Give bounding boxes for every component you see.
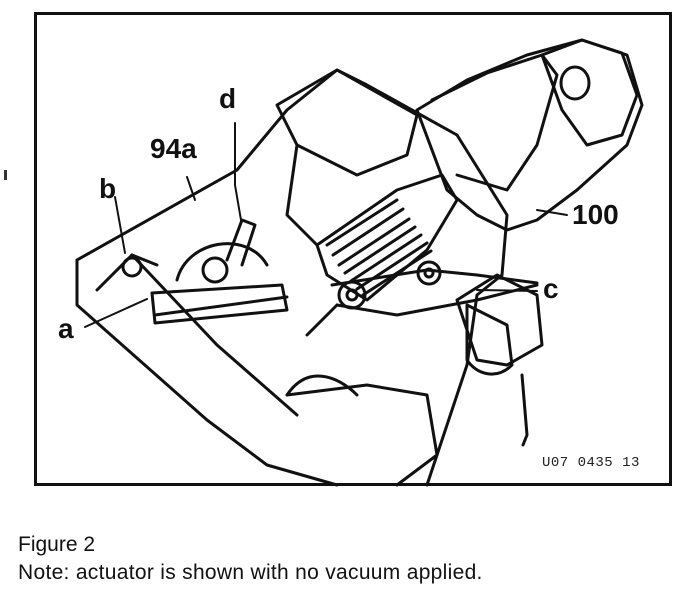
vacuum-unit-body [415,38,644,232]
callout-94a: 94a [150,133,197,164]
pivot-c [416,260,442,286]
stray-mark [4,170,7,180]
lever-link [153,295,289,317]
right-edge-detail [520,373,529,447]
leader-100 [536,209,568,216]
pivot-c-inner [423,267,435,279]
leader-a [84,298,148,328]
pivot-b [121,256,143,278]
actuator-illustration [75,38,644,487]
leader-d [234,122,242,221]
pivot-d [201,256,229,284]
callout-d: d [219,83,237,114]
vacuum-cap-hole [559,65,591,101]
callout-100: 100 [572,199,619,230]
figure-code: U07 0435 13 [542,455,640,471]
bracket-lower-edge [75,258,339,487]
pivot-center-inner [345,288,359,302]
callout-a: a [58,313,74,344]
housing-block [275,68,419,177]
right-post [465,303,514,376]
pin-d [225,218,257,267]
callout-b: b [99,173,117,204]
figure-frame: d 94a b a 100 c U07 0435 13 [34,12,672,487]
bracket-outline [75,68,509,487]
caption-figure: Figure 2 [18,533,96,556]
actuator-stem-thread [325,198,433,297]
bracket-inner-edge [130,253,299,417]
leader-b [114,196,126,254]
callout-c: c [543,273,559,304]
frame-foot [285,383,439,487]
leader-94a [186,176,196,201]
pivot-center [337,280,367,310]
housing-side [285,143,319,247]
caption-note: Note: actuator is shown with no vacuum a… [18,561,483,584]
lever-tip [305,303,339,337]
vacuum-unit-cap [540,38,639,147]
arc-d [175,242,269,282]
lever-arm-lower [335,283,539,317]
vacuum-unit-ring [430,53,559,192]
mount-ear [455,273,544,367]
lower-curve [285,374,359,397]
lever-arm-c [330,268,539,287]
lever-rod [150,283,289,325]
bracket-tab [95,253,159,292]
leader-c [476,289,538,292]
actuator-stem [315,173,459,302]
